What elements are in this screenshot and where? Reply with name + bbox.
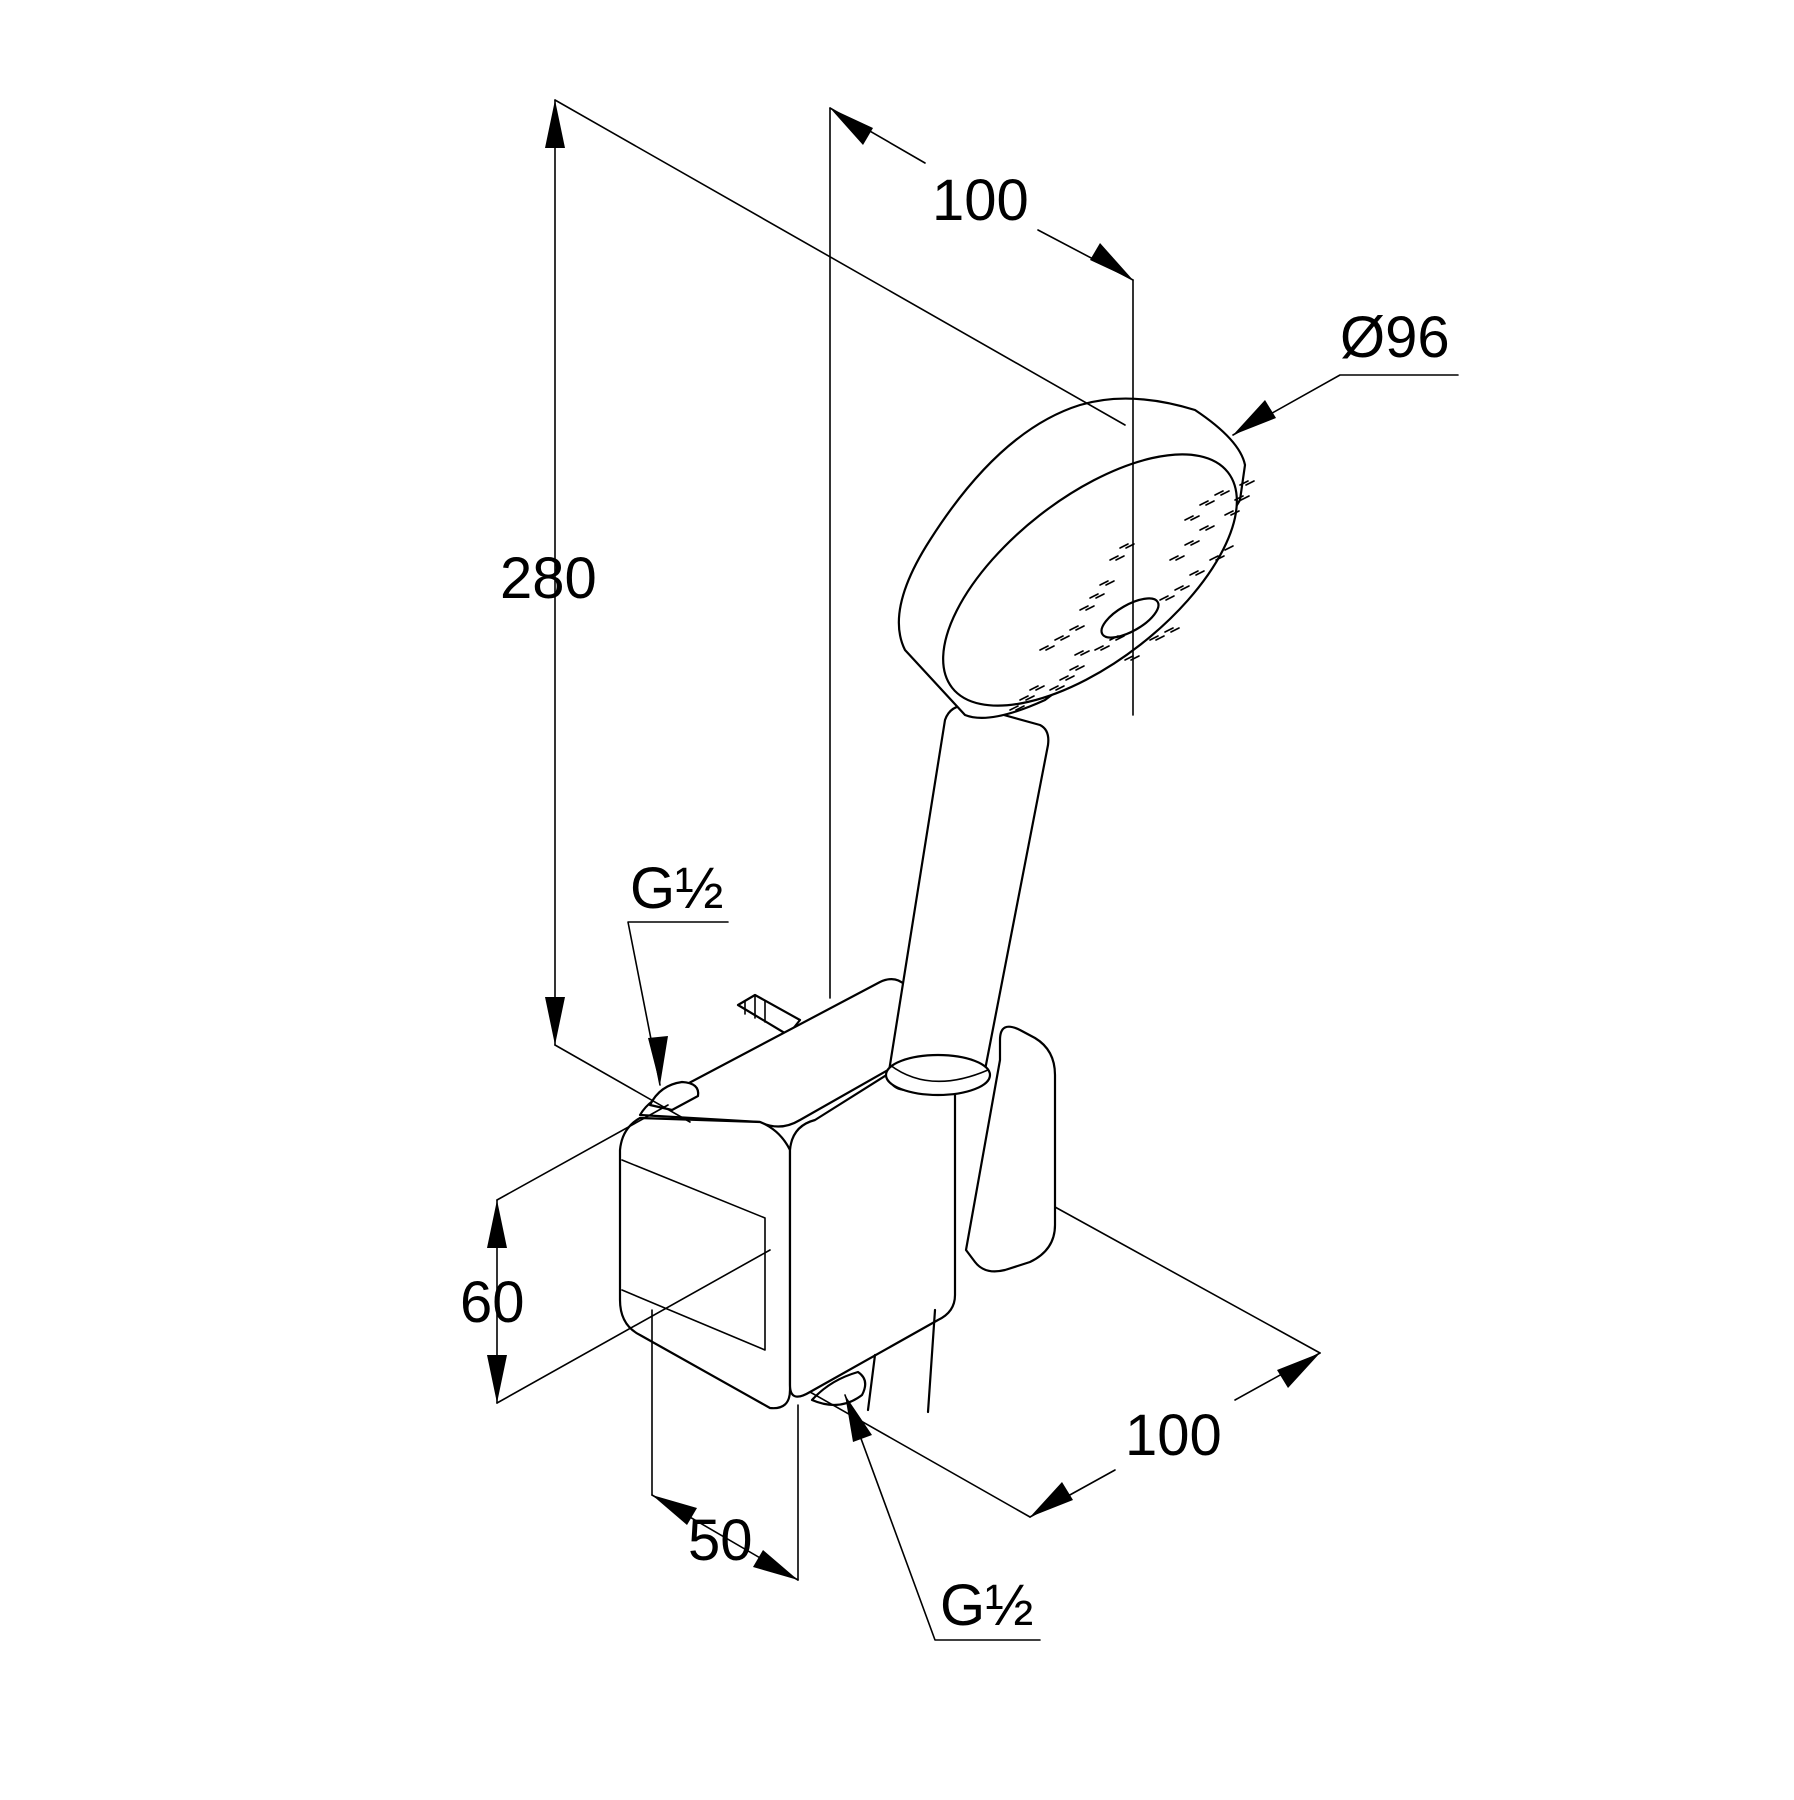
wall-bracket: [618, 978, 1057, 1414]
thread-side-label: G½: [630, 856, 724, 921]
dimension-50: 50: [651, 1309, 799, 1581]
callout-bottom-outlet: G½: [844, 1394, 1041, 1641]
hand-shower: [884, 397, 1255, 1097]
dimension-60: 60: [460, 1104, 771, 1404]
dimension-diameter: Ø96: [1232, 305, 1459, 436]
dim-280-label: 280: [500, 546, 597, 611]
callout-side-inlet: G½: [627, 856, 729, 1086]
thread-bottom-label: G½: [940, 1573, 1034, 1638]
dim-50-label: 50: [688, 1508, 753, 1573]
dim-60-label: 60: [460, 1270, 525, 1335]
dim-diameter-label: Ø96: [1340, 305, 1450, 370]
dim-100-top-label: 100: [932, 168, 1029, 233]
dim-100-bottom-label: 100: [1125, 1403, 1222, 1468]
dimension-100-top: 100: [829, 107, 1134, 999]
dimension-280: 280: [500, 99, 1126, 1123]
dimension-100-bottom: 100: [809, 1206, 1321, 1518]
spray-nozzles: [1009, 480, 1255, 711]
